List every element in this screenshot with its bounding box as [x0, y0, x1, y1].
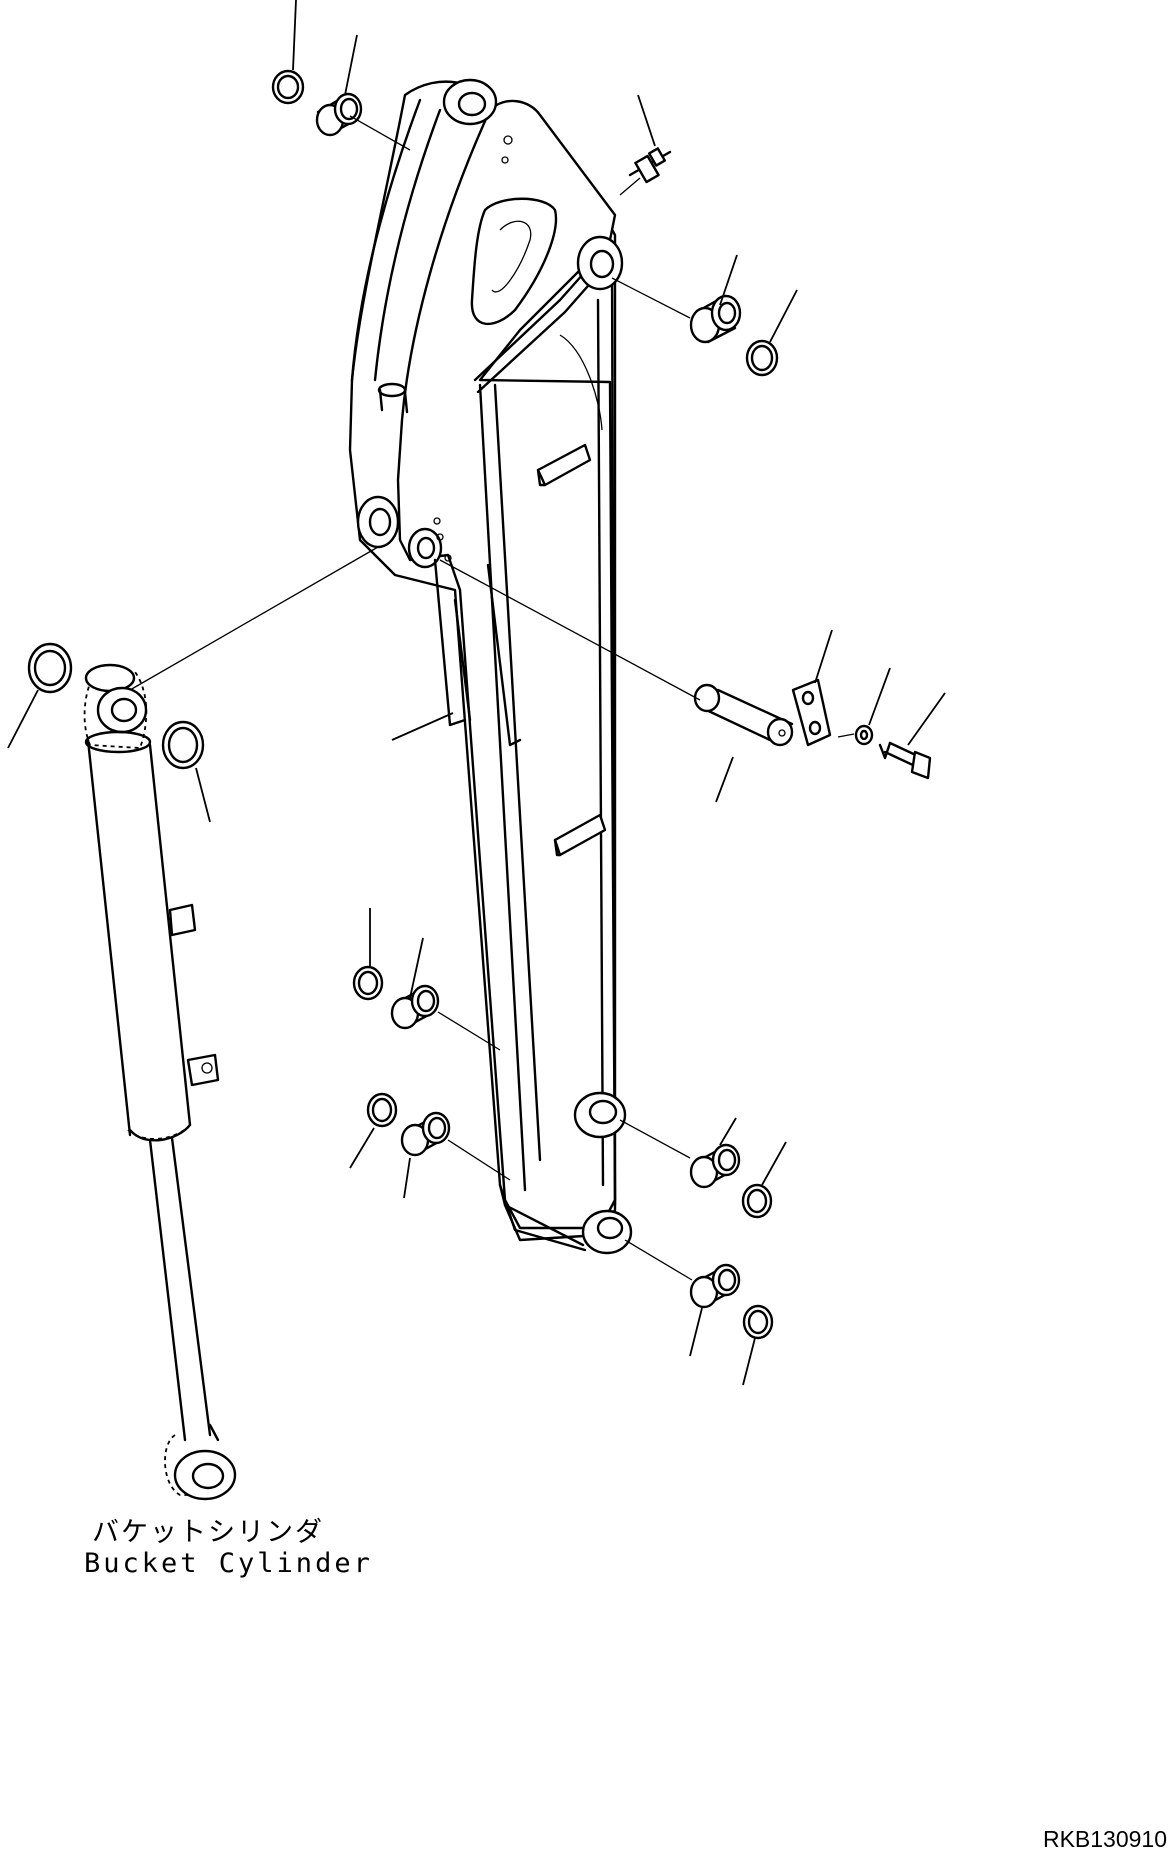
bucket-cylinder-label-jp: バケットシリンダ [92, 1517, 324, 1548]
parts [27, 69, 932, 1340]
arm-assembly [348, 78, 633, 1255]
bucket-cylinder-label-en: Bucket Cylinder [84, 1548, 373, 1579]
assembly-lines [129, 115, 855, 1281]
bucket-cylinder [83, 663, 237, 1501]
figure-reference-number: RKB130910 [1042, 1826, 1167, 1852]
leader-lines [7, 0, 946, 1386]
